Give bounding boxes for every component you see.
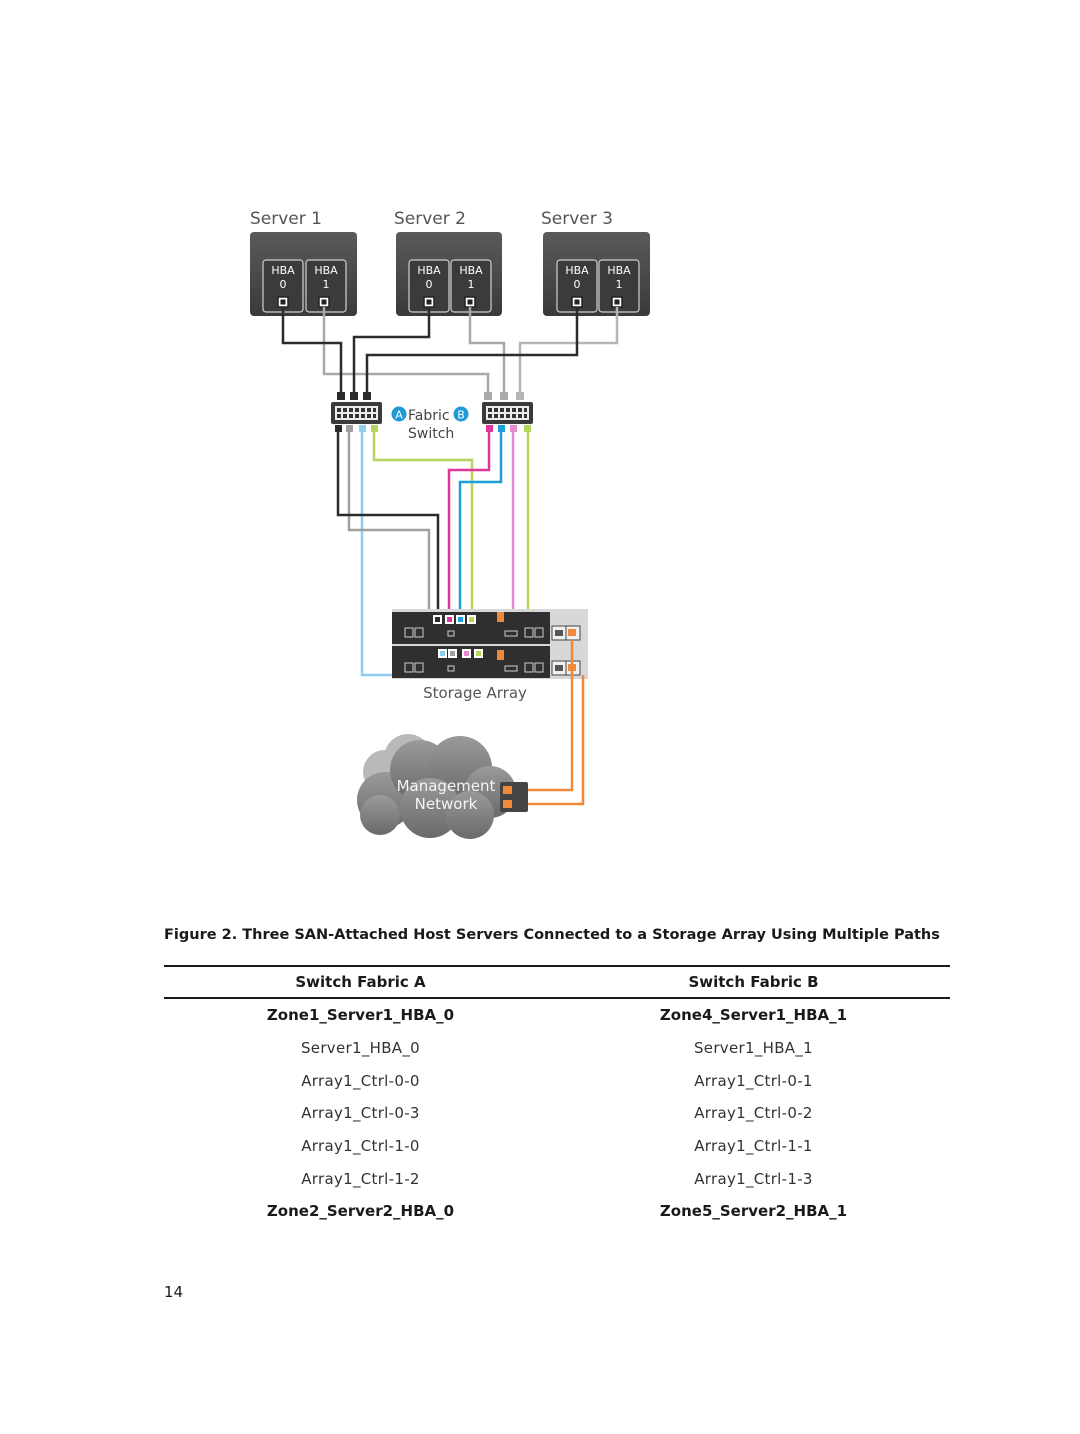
header-fabric-b: Switch Fabric B <box>557 965 950 999</box>
zone-member-b: Array1_Ctrl-0-2 <box>694 1104 813 1123</box>
management-cables <box>512 640 585 806</box>
fabric-a-badge <box>391 406 407 422</box>
fabric-switch-label: A Fabric B Switch <box>391 406 469 442</box>
zone-member-a: Array1_Ctrl-0-3 <box>301 1104 420 1123</box>
table-row: Server1_HBA_0 Server1_HBA_1 <box>164 1032 950 1065</box>
server-2-hba1-port <box>464 296 476 308</box>
server-2-hba1-num: 1 <box>468 278 475 291</box>
server-3-hba1-label: HBA <box>607 264 631 277</box>
controller-0-fc-ports <box>433 615 476 624</box>
server-2-hba0-num: 0 <box>426 278 433 291</box>
server-3-hba1-port <box>611 296 623 308</box>
server-3-hba0-label: HBA <box>565 264 589 277</box>
zone-member-a: Array1_Ctrl-1-0 <box>301 1137 420 1156</box>
storage-array-label: Storage Array <box>423 684 527 702</box>
zone-member-b: Array1_Ctrl-0-1 <box>694 1071 813 1090</box>
fabric-b-badge-text: B <box>457 409 465 422</box>
san-topology-diagram: Server 1 HBA 0 HBA 1 Server 2 HBA 0 HBA … <box>250 209 650 839</box>
server-1-hba0-port <box>277 296 289 308</box>
zone-member-a: Server1_HBA_0 <box>300 1039 420 1058</box>
server-to-switch-cables <box>281 307 619 398</box>
switch-text: Switch <box>408 426 454 442</box>
zone-member-b: Array1_Ctrl-1-3 <box>694 1169 813 1188</box>
zone-member-a: Array1_Ctrl-1-2 <box>301 1169 420 1188</box>
table-row: Array1_Ctrl-0-3 Array1_Ctrl-0-2 <box>164 1097 950 1130</box>
zone-name-a: Zone2_Server2_HBA_0 <box>266 1202 455 1221</box>
management-network-cloud: Management Network <box>357 734 528 839</box>
switch-plugs-bottom <box>335 425 531 432</box>
table-row: Zone1_Server1_HBA_0 Zone4_Server1_HBA_1 <box>164 998 950 1032</box>
fabric-b-badge <box>453 406 469 422</box>
server-2-hba1-label: HBA <box>459 264 483 277</box>
cable-lime-a <box>372 432 474 620</box>
server-3-hba1-num: 1 <box>616 278 623 291</box>
switch-fabric-b <box>482 402 533 424</box>
zone-member-a: Array1_Ctrl-0-0 <box>301 1071 420 1090</box>
server-1-title: Server 1 <box>250 209 322 229</box>
server-1-hba0-num: 0 <box>280 278 287 291</box>
zoning-table: Switch Fabric A Switch Fabric B Zone1_Se… <box>164 965 950 1228</box>
figure-caption: Figure 2. Three SAN-Attached Host Server… <box>164 927 940 943</box>
server-3-hba0-port <box>571 296 583 308</box>
cable-mgmt-ctrl0 <box>512 640 574 792</box>
network-label-line2: Network <box>415 795 478 813</box>
page-number: 14 <box>164 1283 184 1301</box>
cable-s3-hba1-fabric-b <box>518 307 619 398</box>
switch-fabric-a <box>331 402 382 424</box>
server-2-title: Server 2 <box>394 209 466 229</box>
server-3: Server 3 HBA 0 HBA 1 <box>541 209 650 316</box>
table-header-row: Switch Fabric A Switch Fabric B <box>164 965 950 999</box>
cable-cyan-b <box>458 432 503 620</box>
server-2: Server 2 HBA 0 HBA 1 <box>394 209 502 316</box>
table-row: Array1_Ctrl-1-0 Array1_Ctrl-1-1 <box>164 1130 950 1163</box>
header-fabric-a: Switch Fabric A <box>164 965 557 999</box>
table-row: Array1_Ctrl-1-2 Array1_Ctrl-1-3 <box>164 1162 950 1195</box>
cable-mgmt-ctrl1 <box>512 675 585 806</box>
server-1-hba0-label: HBA <box>271 264 295 277</box>
zone-name-b: Zone4_Server1_HBA_1 <box>659 1006 848 1025</box>
table-row: Array1_Ctrl-0-0 Array1_Ctrl-0-1 <box>164 1064 950 1097</box>
cable-s2-hba0-fabric-a <box>352 307 431 398</box>
switch-plugs-top <box>337 392 524 400</box>
server-2-hba0-port <box>423 296 435 308</box>
server-1-hba1-num: 1 <box>323 278 330 291</box>
zone-member-b: Array1_Ctrl-1-1 <box>694 1137 813 1156</box>
cable-s2-hba1-fabric-b <box>468 307 506 398</box>
controller-1-fc-ports <box>438 649 483 658</box>
cable-s1-hba0-fabric-a <box>281 307 343 398</box>
server-3-hba0-num: 0 <box>574 278 581 291</box>
server-1-hba1-port <box>318 296 330 308</box>
zone-member-b: Server1_HBA_1 <box>693 1039 813 1058</box>
network-label-line1: Management <box>397 777 496 795</box>
storage-array: Storage Array <box>392 609 588 702</box>
cable-magenta-b <box>447 432 491 620</box>
zone-name-b: Zone5_Server2_HBA_1 <box>659 1202 848 1221</box>
cable-s3-hba0-fabric-a <box>365 307 579 398</box>
zone-name-a: Zone1_Server1_HBA_0 <box>266 1006 455 1025</box>
cable-black-a <box>336 432 440 620</box>
server-3-title: Server 3 <box>541 209 613 229</box>
table-row: Zone2_Server2_HBA_0 Zone5_Server2_HBA_1 <box>164 1195 950 1228</box>
cable-s1-hba1-fabric-b <box>322 307 490 398</box>
fabric-a-badge-text: A <box>395 409 403 422</box>
fabric-text: Fabric <box>408 408 450 424</box>
server-2-hba0-label: HBA <box>417 264 441 277</box>
server-1-hba1-label: HBA <box>314 264 338 277</box>
server-1: Server 1 HBA 0 HBA 1 <box>250 209 357 316</box>
